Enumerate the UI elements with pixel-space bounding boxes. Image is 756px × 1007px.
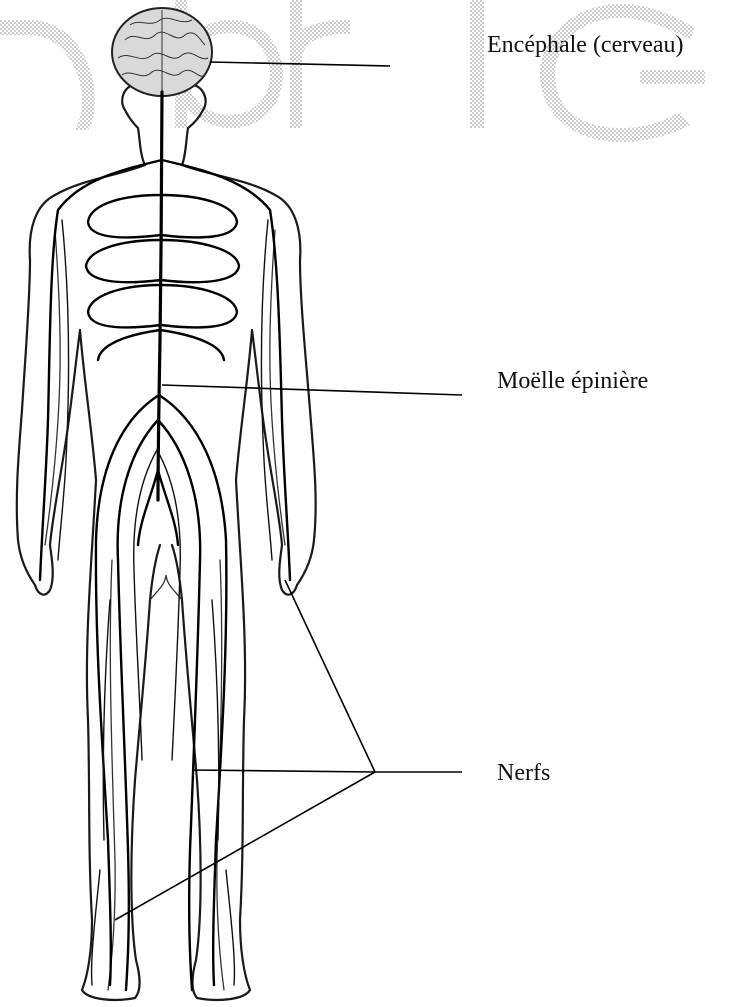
leader-nerves-to-right-hand — [285, 580, 375, 772]
body-silhouette — [17, 20, 316, 1000]
watermark-letter-g-bar — [640, 70, 705, 84]
watermark-letter-i — [470, 0, 484, 128]
spinal-cord-label: Moëlle épinière — [497, 368, 648, 395]
brain — [112, 8, 212, 96]
leader-nerves-to-ankle — [115, 772, 375, 920]
cauda-equina-left — [138, 470, 158, 545]
watermark — [0, 0, 705, 142]
brain-label: Encéphale (cerveau) — [487, 32, 684, 59]
watermark-letter-left — [0, 20, 95, 130]
crotch-line — [150, 575, 182, 600]
spinal-cord-line — [158, 92, 162, 500]
cauda-equina-right — [158, 470, 178, 545]
leader-lines — [115, 62, 462, 920]
nerves-label: Nerfs — [497, 760, 550, 787]
leader-spinal-cord — [162, 385, 462, 395]
